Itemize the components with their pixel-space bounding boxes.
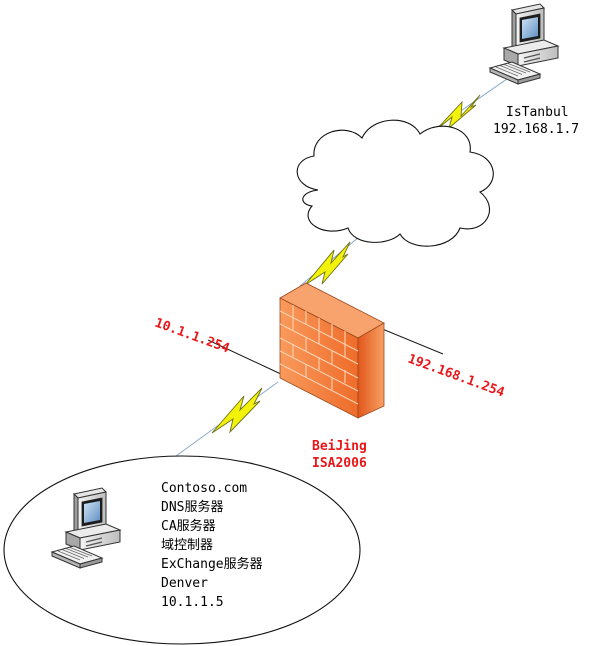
role-domain-controller: 域控制器 — [161, 538, 213, 553]
internal-host-name: Denver — [161, 576, 208, 591]
domain-name: Contoso.com — [161, 481, 247, 496]
wireless-link-bolt — [435, 94, 481, 131]
internal-host-ip: 10.1.1.5 — [161, 595, 224, 610]
internal-ip-label: 10.1.1.254 — [153, 316, 232, 357]
internal-host-details: Contoso.com DNS服务器 CA服务器 域控制器 ExChange服务… — [161, 481, 263, 610]
desktop-computer-icon — [489, 3, 559, 85]
external-segment-line — [374, 325, 444, 355]
brick-firewall-icon — [279, 282, 385, 419]
external-ip-label: 192.168.1.254 — [406, 352, 507, 401]
role-ca-server: CA服务器 — [161, 518, 216, 534]
internal-segment-line — [207, 339, 284, 376]
role-dns-server: DNS服务器 — [161, 499, 223, 515]
remote-host-computer — [489, 3, 559, 85]
cloud-icon — [296, 119, 494, 247]
firewall-model: ISA2006 — [312, 456, 367, 471]
remote-host-ip: 192.168.1.7 — [493, 122, 579, 137]
wireless-link-bolt — [211, 387, 263, 434]
role-exchange-server: ExChange服务器 — [161, 556, 263, 572]
wireless-link-bolt — [304, 241, 351, 286]
remote-host-name: IsTanbul — [506, 105, 569, 120]
firewall-name: BeiJing — [312, 439, 367, 454]
